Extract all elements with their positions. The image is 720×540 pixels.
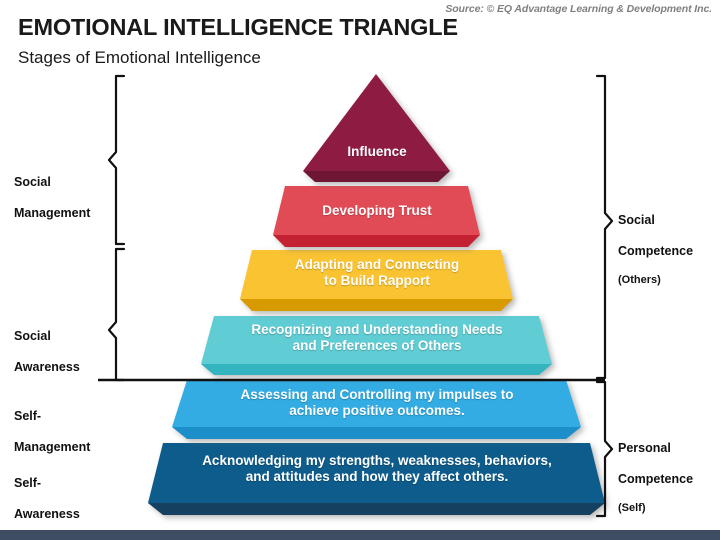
page-subtitle: Stages of Emotional Intelligence xyxy=(18,48,261,67)
side-label-personal-competence: Personal Competence (Self) xyxy=(618,426,693,531)
social-competence-line1: Social xyxy=(618,213,655,228)
layer-3-side xyxy=(240,299,513,311)
layer-6-side xyxy=(148,503,605,515)
social-awareness-line1: Social xyxy=(14,329,51,344)
self-management-line2: Management xyxy=(14,439,91,454)
self-management-line1: Self- xyxy=(14,409,42,424)
self-awareness-line2: Awareness xyxy=(14,506,80,521)
side-label-self-management: Self- Management xyxy=(14,394,90,470)
side-label-social-awareness: Social Awareness xyxy=(14,314,80,390)
social-competence-line2: Competence xyxy=(618,243,694,258)
personal-competence-line1: Personal xyxy=(618,441,671,456)
pyramid-layer-6[interactable] xyxy=(148,443,605,515)
pyramid-layer-5[interactable] xyxy=(172,380,581,439)
side-label-self-awareness: Self- Awareness xyxy=(14,461,80,537)
pyramid-layer-4[interactable] xyxy=(201,316,552,375)
social-awareness-line2: Awareness xyxy=(14,359,80,374)
layer-4-face xyxy=(201,316,552,364)
layer-6-face xyxy=(148,443,605,503)
social-management-line2: Management xyxy=(14,205,91,220)
source-attribution: Source: © EQ Advantage Learning & Develo… xyxy=(445,3,712,15)
side-label-social-management: Social Management xyxy=(14,160,90,236)
layer-1-face xyxy=(303,74,450,171)
layer-3-face xyxy=(240,250,513,299)
pyramid-layer-3[interactable] xyxy=(240,250,513,311)
pyramid-layer-1[interactable] xyxy=(303,74,450,182)
pyramid-layer-2[interactable] xyxy=(273,186,480,247)
layer-5-face xyxy=(172,380,581,427)
layer-2-side xyxy=(273,235,480,247)
layer-1-side xyxy=(303,171,450,182)
self-awareness-line1: Self- xyxy=(14,476,42,491)
layer-2-face xyxy=(273,186,480,235)
page-title: EMOTIONAL INTELLIGENCE TRIANGLE xyxy=(18,14,458,40)
personal-competence-line3: (Self) xyxy=(618,502,646,515)
social-management-line1: Social xyxy=(14,175,51,190)
layer-4-side xyxy=(201,364,552,375)
footer-bar xyxy=(0,530,720,540)
side-label-social-competence: Social Competence (Others) xyxy=(618,198,693,303)
layer-5-side xyxy=(172,427,581,439)
social-competence-line3: (Others) xyxy=(618,274,661,287)
personal-competence-line2: Competence xyxy=(618,471,694,486)
